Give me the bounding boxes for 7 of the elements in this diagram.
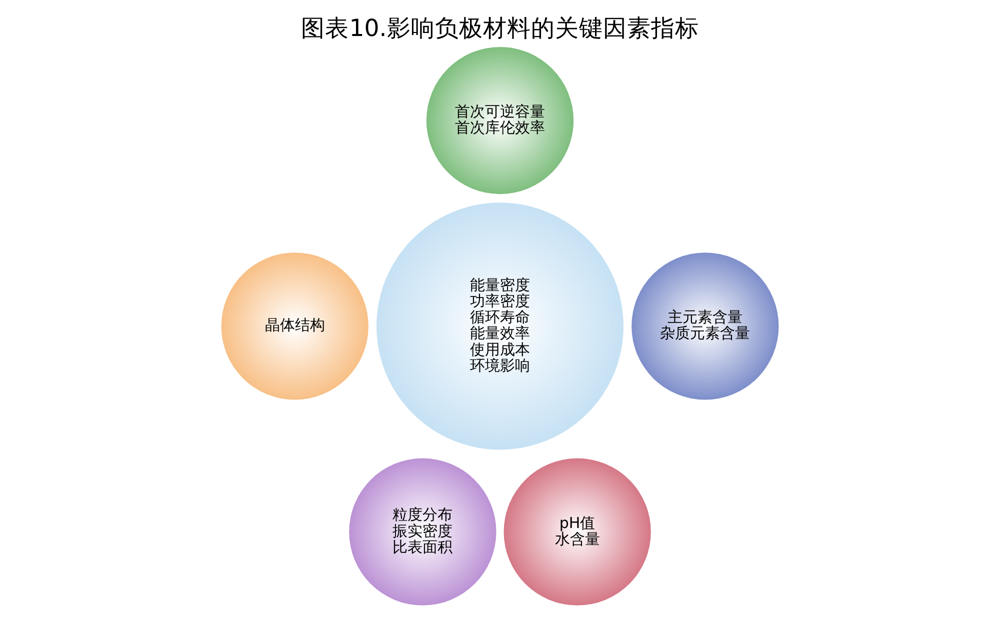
- node-circle: 粒度分布 振实密度 比表面积: [349, 458, 496, 606]
- node-circle: 晶体结构: [221, 252, 368, 400]
- node-circle: pH值 水含量: [504, 458, 651, 606]
- node-circle: 主元素含量 杂质元素含量: [632, 252, 779, 400]
- node-circle: 能量密度 功率密度 循环寿命 能量效率 使用成本 环境影响: [376, 202, 624, 450]
- node-circle: 首次可逆容量 首次库伦效率: [426, 46, 574, 194]
- diagram-title: 图表10.影响负极材料的关键因素指标: [301, 14, 699, 42]
